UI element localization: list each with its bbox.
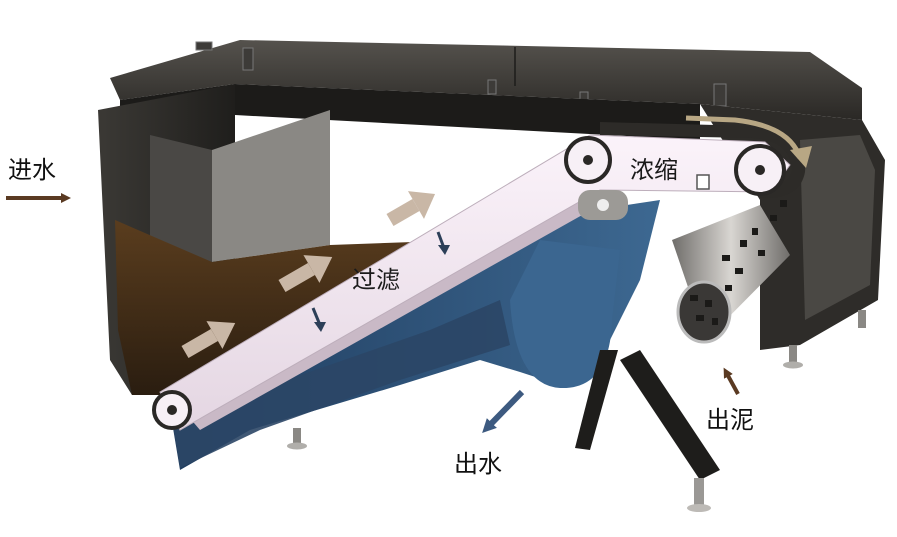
roller-upper-right — [734, 144, 786, 196]
filtrate-arrows — [311, 231, 450, 332]
outlet-label: 出水 — [454, 450, 502, 478]
sludge-arrow — [723, 367, 740, 395]
inlet-baffle — [212, 110, 330, 262]
outlet-arrow — [482, 389, 525, 434]
sludge-label: 出泥 — [706, 406, 754, 434]
housing-back-wall — [120, 84, 700, 140]
lid-hooks — [195, 41, 727, 107]
belt-head-wrap — [600, 122, 806, 199]
inlet-label: 进水 — [8, 156, 56, 184]
inflow-arrows — [181, 191, 436, 359]
inlet-baffle-shadow — [150, 135, 212, 262]
belt-direction-arrowhead — [790, 146, 812, 168]
roller-tail — [152, 390, 192, 430]
housing-right-panel — [800, 135, 875, 320]
clean-water-front — [172, 300, 510, 468]
thickening-marker — [696, 174, 710, 190]
support-legs — [287, 310, 866, 512]
housing-lid — [110, 40, 862, 120]
roller-press — [578, 190, 628, 220]
thickening-label: 浓缩 — [630, 156, 678, 184]
sludge-screw-drum — [672, 200, 790, 344]
filtration-label: 过滤 — [352, 266, 400, 294]
outlet-sump — [510, 240, 620, 389]
roller-upper-left — [564, 136, 612, 184]
